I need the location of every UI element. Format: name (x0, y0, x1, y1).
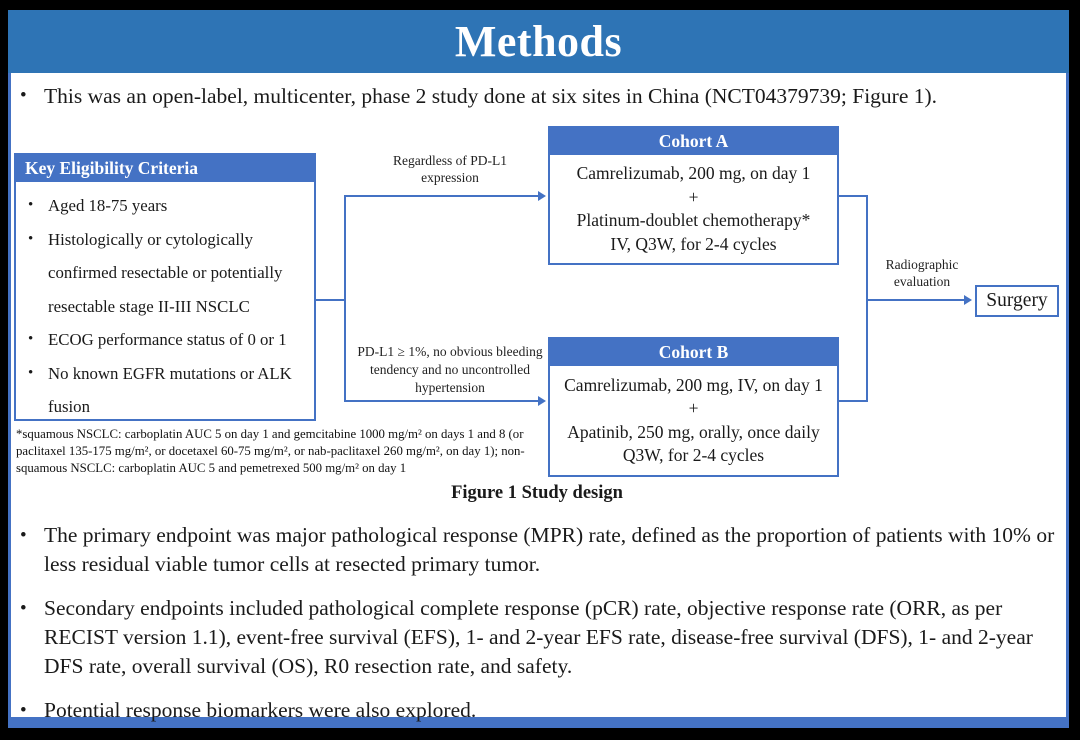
arrowhead-cohort-a-icon (538, 191, 546, 201)
eligibility-item-text: No known EGFR mutations or ALK fusion (48, 363, 292, 417)
connector-right-vertical (866, 195, 868, 402)
cohort-b-line: + (688, 398, 699, 418)
eligibility-header: Key Eligibility Criteria (16, 155, 314, 182)
bottom-accent-bar (8, 717, 1069, 728)
cohort-b-header: Cohort B (550, 339, 837, 366)
cohort-b-line: Camrelizumab, 200 mg, IV, on day 1 (564, 374, 823, 395)
bullet-marker: • (28, 197, 34, 213)
endpoint-bullet: • The primary endpoint was major patholo… (20, 521, 1062, 579)
eligibility-box: Key Eligibility Criteria • Aged 18-75 ye… (14, 153, 316, 421)
cohort-a-line: Camrelizumab, 200 mg, on day 1 (576, 163, 811, 183)
eligibility-item-text: ECOG performance status of 0 or 1 (48, 330, 287, 349)
endpoint-bullet: • Potential response biomarkers were als… (20, 696, 1062, 725)
connector-to-surgery (866, 299, 964, 301)
surgery-box: Surgery (975, 285, 1059, 317)
cohort-a-body: Camrelizumab, 200 mg, on day 1 + Platinu… (550, 155, 837, 263)
eligibility-item: • ECOG performance status of 0 or 1 (16, 323, 312, 357)
cohort-b-line: Q3W, for 2-4 cycles (622, 445, 765, 465)
cohort-a-line: Platinum-doublet chemotherapy* (576, 210, 811, 230)
page-title: Methods (454, 17, 623, 66)
surgery-label: Surgery (986, 290, 1048, 311)
cohort-b-line: Apatinib, 250 mg, orally, once daily (567, 421, 820, 442)
bullet-marker: • (28, 331, 34, 347)
bullet-marker: • (20, 525, 27, 546)
connector-to-cohort-a (344, 195, 538, 197)
bullet-marker: • (28, 364, 34, 381)
bullet-marker: • (20, 598, 27, 619)
eligibility-item: • Aged 18-75 years (16, 189, 312, 223)
branch-bottom-label: PD-L1 ≥ 1%, no obvious bleeding tendency… (357, 344, 543, 395)
cohort-b-box: Cohort B Camrelizumab, 200 mg, IV, on da… (548, 337, 839, 477)
cohort-a-box: Cohort A Camrelizumab, 200 mg, on day 1 … (548, 126, 839, 265)
connector-cohort-b-out (838, 400, 868, 402)
eligibility-list: • Aged 18-75 years • Histologically or c… (16, 182, 314, 424)
intro-bullet-text: This was an open-label, multicenter, pha… (44, 84, 938, 108)
cohort-a-line: IV, Q3W, for 2-4 cycles (610, 233, 777, 254)
intro-bullet: • This was an open-label, multicenter, p… (20, 82, 1050, 110)
endpoint-bullet: • Secondary endpoints included pathologi… (20, 594, 1062, 681)
arrowhead-surgery-icon (964, 295, 972, 305)
eligibility-item-text: Histologically or cytologically confirme… (48, 229, 283, 316)
connector-eligibility-stub (316, 299, 346, 301)
connector-cohort-a-out (838, 195, 868, 197)
endpoint-bullet-text: Secondary endpoints included pathologica… (44, 596, 1033, 678)
cohort-a-header: Cohort A (550, 128, 837, 155)
bullet-marker: • (28, 230, 34, 247)
radiographic-evaluation-label: Radiographic evaluation (885, 257, 959, 289)
cohort-b-body: Camrelizumab, 200 mg, IV, on day 1 + Apa… (550, 366, 837, 475)
bullet-marker: • (20, 85, 27, 106)
connector-left-vertical (344, 196, 346, 402)
arrowhead-cohort-b-icon (538, 396, 546, 406)
eligibility-item: • No known EGFR mutations or ALK fusion (16, 357, 312, 424)
cohort-a-line: + (688, 186, 699, 207)
connector-to-cohort-b (344, 400, 538, 402)
endpoint-bullet-text: The primary endpoint was major pathologi… (44, 523, 1055, 576)
endpoints-section: • The primary endpoint was major patholo… (20, 521, 1062, 740)
figure-caption: Figure 1 Study design (451, 483, 623, 503)
title-banner: Methods (8, 10, 1069, 73)
endpoint-bullet-text: Potential response biomarkers were also … (44, 698, 477, 722)
chemotherapy-footnote: *squamous NSCLC: carboplatin AUC 5 on da… (16, 427, 525, 476)
bullet-marker: • (20, 700, 27, 721)
branch-top-label: Regardless of PD-L1 expression (393, 153, 507, 185)
eligibility-item: • Histologically or cytologically confir… (16, 223, 312, 324)
eligibility-item-text: Aged 18-75 years (48, 196, 168, 215)
